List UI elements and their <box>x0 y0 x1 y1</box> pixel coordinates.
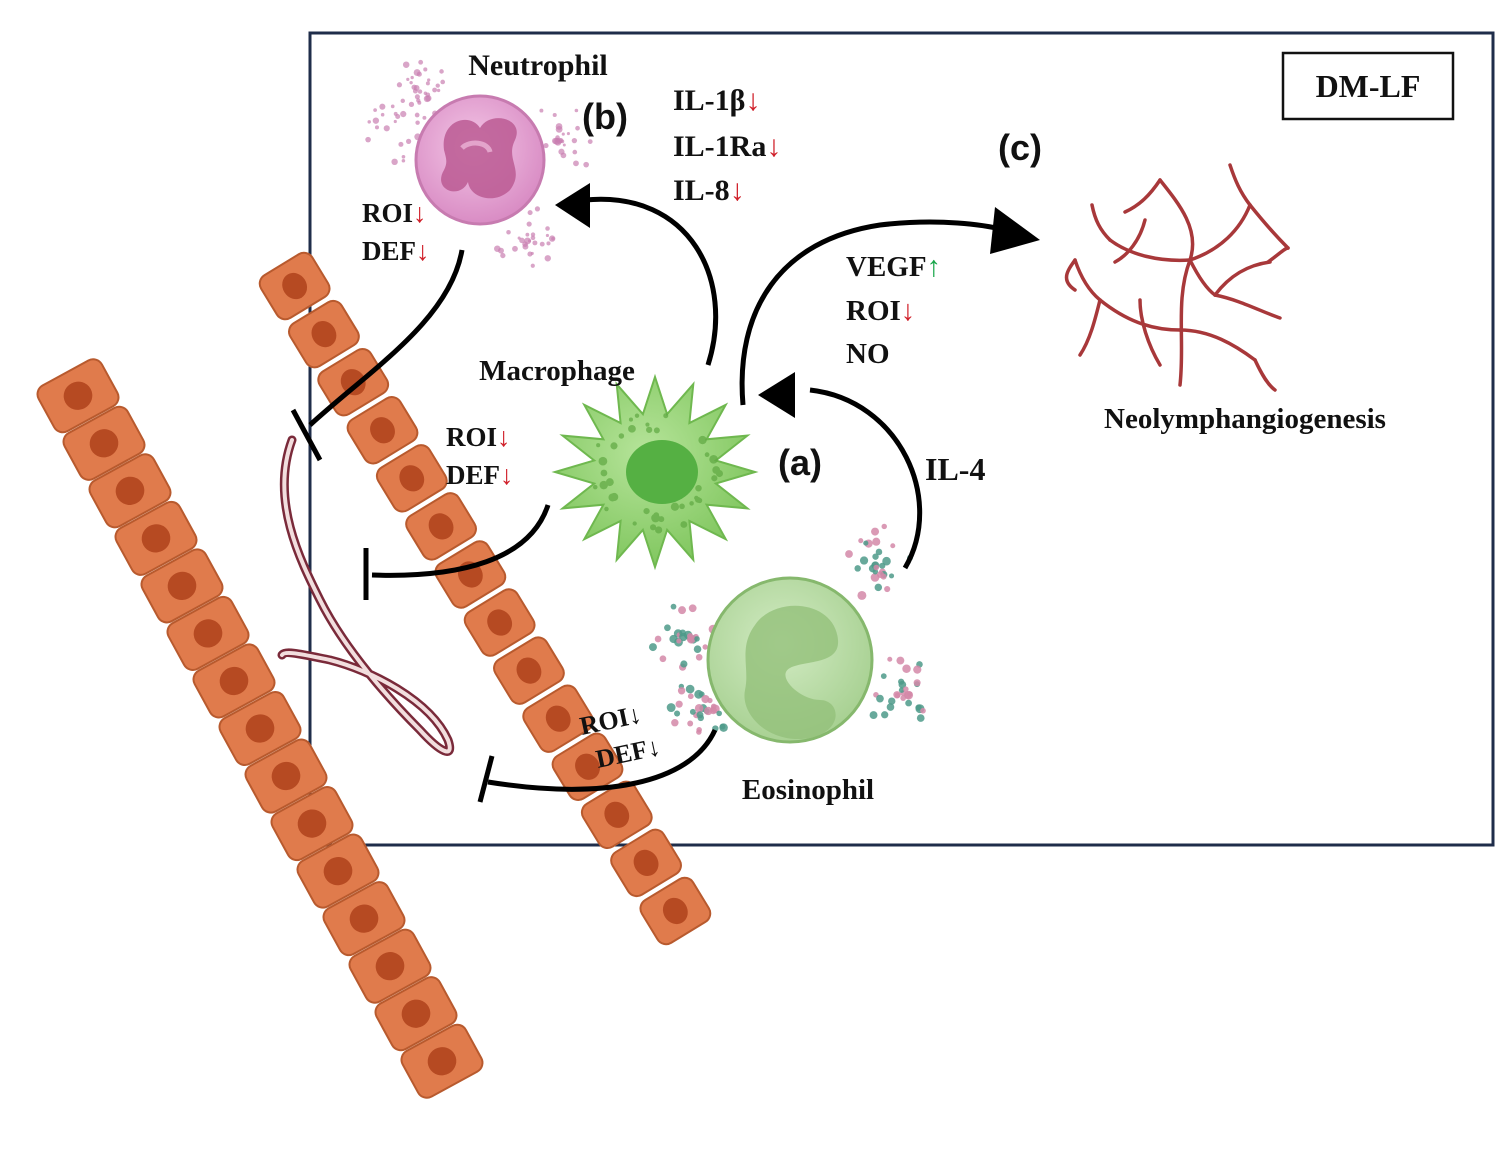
epithelial-cell <box>192 643 276 719</box>
factor-roi-arrow: ↓ <box>901 295 916 327</box>
arrows <box>290 183 1040 803</box>
epithelial-cell <box>270 786 354 862</box>
neutrophil-def-arrow: ↓ <box>416 236 430 266</box>
arrow-macrophage-to-neutrophil <box>584 196 719 366</box>
factor-vegf-arrow: ↑ <box>927 251 942 283</box>
lymphatic-network-icon <box>1064 163 1290 392</box>
epithelial-cell <box>322 881 406 957</box>
dm-lf-label: DM-LF <box>1316 68 1421 104</box>
macrophage-cell-icon <box>551 373 759 571</box>
epithelial-cell <box>36 358 120 434</box>
il4-label: IL-4 <box>925 451 985 487</box>
cytokine-il1b-label: IL-1β <box>673 84 745 117</box>
inhibit-bar-neutrophil <box>290 408 323 462</box>
macrophage-roi-label: ROI <box>446 422 497 452</box>
epithelial-cell <box>114 500 198 576</box>
epithelial-cell <box>296 833 380 909</box>
svg-text:ROI↓: ROI↓ <box>846 295 915 327</box>
eosinophil-roi-arrow: ↓ <box>625 700 644 731</box>
epithelial-cell <box>434 540 507 609</box>
epithelial-cell <box>218 690 302 767</box>
neutrophil-roi-arrow: ↓ <box>413 198 427 228</box>
macrophage-def-arrow: ↓ <box>500 460 514 490</box>
neutrophil-def-label: DEF <box>362 236 416 266</box>
epithelial-cell <box>258 251 331 321</box>
macrophage-markers: ROI↓ DEF↓ <box>446 422 514 490</box>
svg-text:ROI↓: ROI↓ <box>362 198 427 228</box>
cytokine-il8-arrow: ↓ <box>730 174 745 207</box>
svg-text:IL-8↓: IL-8↓ <box>673 174 745 207</box>
worm-parasite-icon <box>277 435 455 756</box>
factor-roi-label: ROI <box>846 295 901 327</box>
svg-text:ROI↓: ROI↓ <box>446 422 511 452</box>
cytokine-il8-label: IL-8 <box>673 174 730 207</box>
neutrophil-roi-label: ROI <box>362 198 413 228</box>
svg-text:IL-1Ra↓: IL-1Ra↓ <box>673 130 781 163</box>
epithelial-cell <box>140 548 224 624</box>
epithelial-cell <box>580 780 653 850</box>
macrophage-label: Macrophage <box>479 355 635 387</box>
inhibit-eosinophil-worm <box>487 728 718 792</box>
epithelial-cell <box>610 828 682 898</box>
panel-b-label: (b) <box>582 96 628 137</box>
angio-factor-list: VEGF↑ ROI↓ NO <box>846 251 941 370</box>
neolymphangiogenesis-label: Neolymphangiogenesis <box>1104 403 1386 435</box>
epithelial-cell <box>346 396 419 465</box>
cytokine-il1ra-arrow: ↓ <box>766 130 781 163</box>
arrow-head-neutrophil <box>555 183 590 228</box>
inhibit-bar-eosinophil <box>477 755 495 803</box>
svg-text:DEF↓: DEF↓ <box>446 460 514 490</box>
svg-text:IL-1β↓: IL-1β↓ <box>673 84 760 117</box>
epithelial-cell <box>88 453 172 529</box>
neutrophil-markers: ROI↓ DEF↓ <box>362 198 430 266</box>
epithelial-cell <box>375 444 448 513</box>
panel-c-label: (c) <box>998 127 1042 168</box>
arrow-head-macrophage <box>758 372 795 418</box>
eosinophil-cell-icon <box>648 523 926 744</box>
inhibit-neutrophil-worm <box>308 249 465 427</box>
epithelial-cell <box>374 976 458 1052</box>
epithelial-cell <box>522 684 595 753</box>
macrophage-def-label: DEF <box>446 460 500 490</box>
epithelial-cell <box>166 595 250 671</box>
epithelial-cell <box>348 928 432 1004</box>
cytokine-list: IL-1β↓ IL-1Ra↓ IL-8↓ <box>673 84 781 207</box>
epithelial-cell <box>551 732 624 801</box>
arrow-head-neolymph <box>990 207 1040 254</box>
svg-text:NO: NO <box>846 338 890 370</box>
epithelial-cell <box>288 299 360 369</box>
epithelial-cell <box>493 636 565 705</box>
epithelial-cell <box>317 347 390 417</box>
arrow-eosinophil-to-macrophage <box>809 387 923 570</box>
epithelial-cell <box>405 492 477 561</box>
svg-text:VEGF↑: VEGF↑ <box>846 251 941 283</box>
epithelial-cell <box>62 405 146 481</box>
neutrophil-cell-icon <box>365 59 593 268</box>
epithelial-cell <box>244 738 328 814</box>
cytokine-il1b-arrow: ↓ <box>745 84 760 117</box>
epithelial-cell <box>400 1023 484 1099</box>
neutrophil-label: Neutrophil <box>468 49 607 82</box>
eosinophil-def-arrow: ↓ <box>644 732 663 763</box>
factor-no-label: NO <box>846 338 890 370</box>
arrow-macrophage-to-neolymph <box>739 219 1006 406</box>
epithelial-cell <box>639 876 712 946</box>
epithelium-left <box>36 358 484 1099</box>
eosinophil-label: Eosinophil <box>742 774 874 806</box>
epithelial-cell <box>463 588 536 657</box>
svg-text:DEF↓: DEF↓ <box>362 236 430 266</box>
inhibit-macrophage-worm <box>371 504 551 578</box>
panel-a-label: (a) <box>778 442 822 483</box>
cytokine-il1ra-label: IL-1Ra <box>673 130 766 163</box>
svg-text:ROI↓: ROI↓ <box>577 700 644 741</box>
dm-lf-label-box: DM-LF <box>1281 51 1455 121</box>
epithelium-right <box>258 251 712 946</box>
factor-vegf-label: VEGF <box>846 251 927 283</box>
macrophage-roi-arrow: ↓ <box>497 422 511 452</box>
